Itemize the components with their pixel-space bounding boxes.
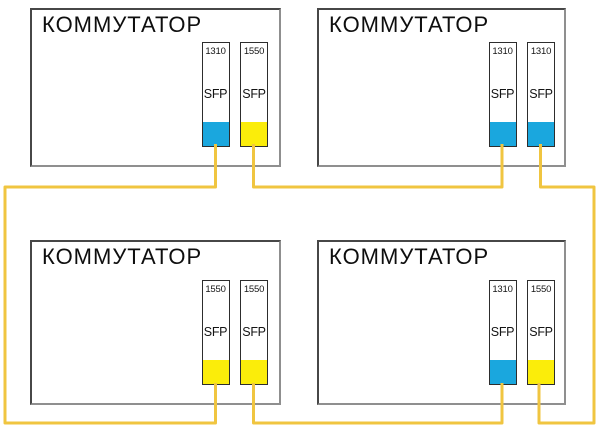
fiber-connector xyxy=(528,360,554,384)
sfp-label: SFP xyxy=(242,87,266,101)
switch-top-left: КОММУТАТОР 1310 SFP 1550 SFP xyxy=(30,8,281,167)
sfp-label: SFP xyxy=(490,87,515,101)
fiber-connector xyxy=(528,122,554,146)
fiber-connector xyxy=(489,122,516,146)
switch-title: КОММУТАТОР xyxy=(329,12,490,37)
wavelength-label: 1550 xyxy=(243,284,265,295)
wavelength-label: 1550 xyxy=(205,284,226,295)
wavelength-label: 1310 xyxy=(530,46,552,57)
fiber-connector xyxy=(241,360,267,384)
sfp-module: 1310 SFP xyxy=(488,42,517,147)
wavelength-label: 1310 xyxy=(492,46,513,57)
wavelength-label: 1550 xyxy=(530,284,552,295)
wavelength-label: 1310 xyxy=(492,284,513,295)
sfp-module: 1550 SFP xyxy=(527,280,555,385)
sfp-module: 1310 SFP xyxy=(527,42,555,147)
sfp-label: SFP xyxy=(529,87,553,101)
wavelength-label: 1550 xyxy=(243,46,265,57)
switch-title: КОММУТАТОР xyxy=(42,244,203,269)
sfp-module: 1550 SFP xyxy=(240,42,268,147)
sfp-label: SFP xyxy=(242,325,266,339)
sfp-module: 1550 SFP xyxy=(201,280,230,385)
switch-title: КОММУТАТОР xyxy=(42,12,203,37)
wavelength-label: 1310 xyxy=(205,46,226,57)
sfp-label: SFP xyxy=(490,325,515,339)
switch-bottom-left: КОММУТАТОР 1550 SFP 1550 SFP xyxy=(30,240,281,405)
sfp-label: SFP xyxy=(203,87,228,101)
fiber-connector xyxy=(202,360,229,384)
sfp-module: 1310 SFP xyxy=(201,42,230,147)
switch-title: КОММУТАТОР xyxy=(329,244,490,269)
sfp-module: 1310 SFP xyxy=(488,280,517,385)
sfp-module: 1550 SFP xyxy=(240,280,268,385)
fiber-connector xyxy=(202,122,229,146)
fiber-connector xyxy=(241,122,267,146)
switch-top-right: КОММУТАТОР 1310 SFP 1310 SFP xyxy=(317,8,566,167)
fiber-connector xyxy=(489,360,516,384)
sfp-label: SFP xyxy=(529,325,553,339)
switch-bottom-right: КОММУТАТОР 1310 SFP 1550 SFP xyxy=(317,240,566,405)
sfp-label: SFP xyxy=(203,325,228,339)
